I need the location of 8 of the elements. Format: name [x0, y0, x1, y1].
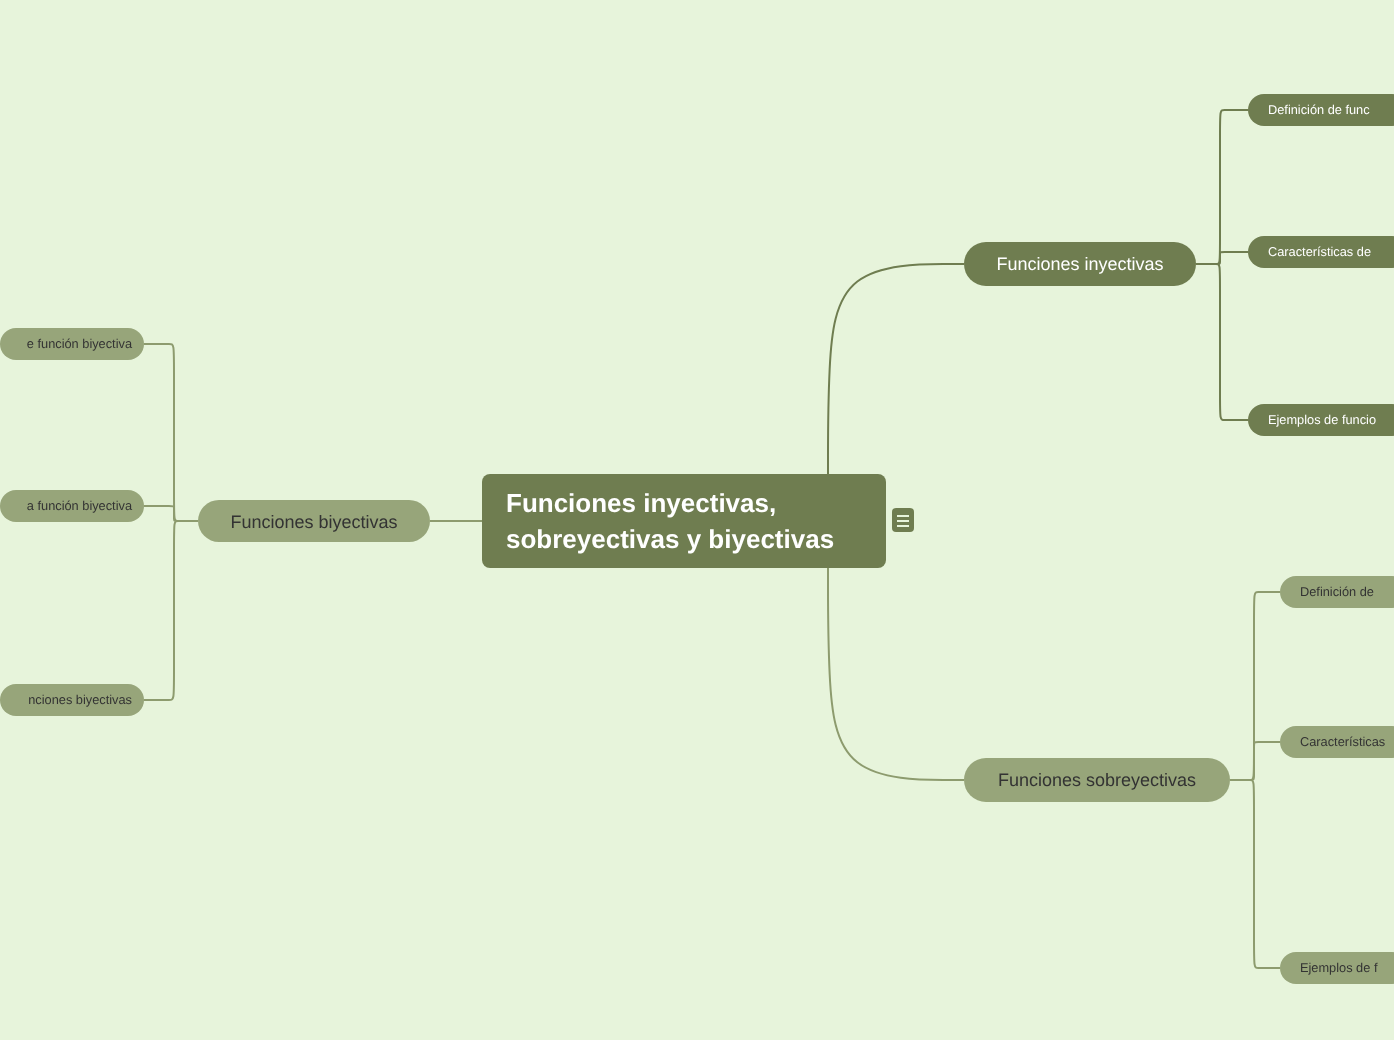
central-topic: Funciones inyectivas, sobreyectivas y biyectivas: [482, 474, 886, 568]
topic-box: Funciones inyectivas: [964, 242, 1196, 286]
topic-box: Funciones sobreyectivas: [964, 758, 1230, 802]
connector-line: [143, 520, 199, 701]
connector-line: [827, 567, 965, 781]
connector-line: [429, 520, 487, 522]
topic-box: Funciones biyectivas: [198, 500, 430, 542]
connector-line: [827, 263, 965, 475]
